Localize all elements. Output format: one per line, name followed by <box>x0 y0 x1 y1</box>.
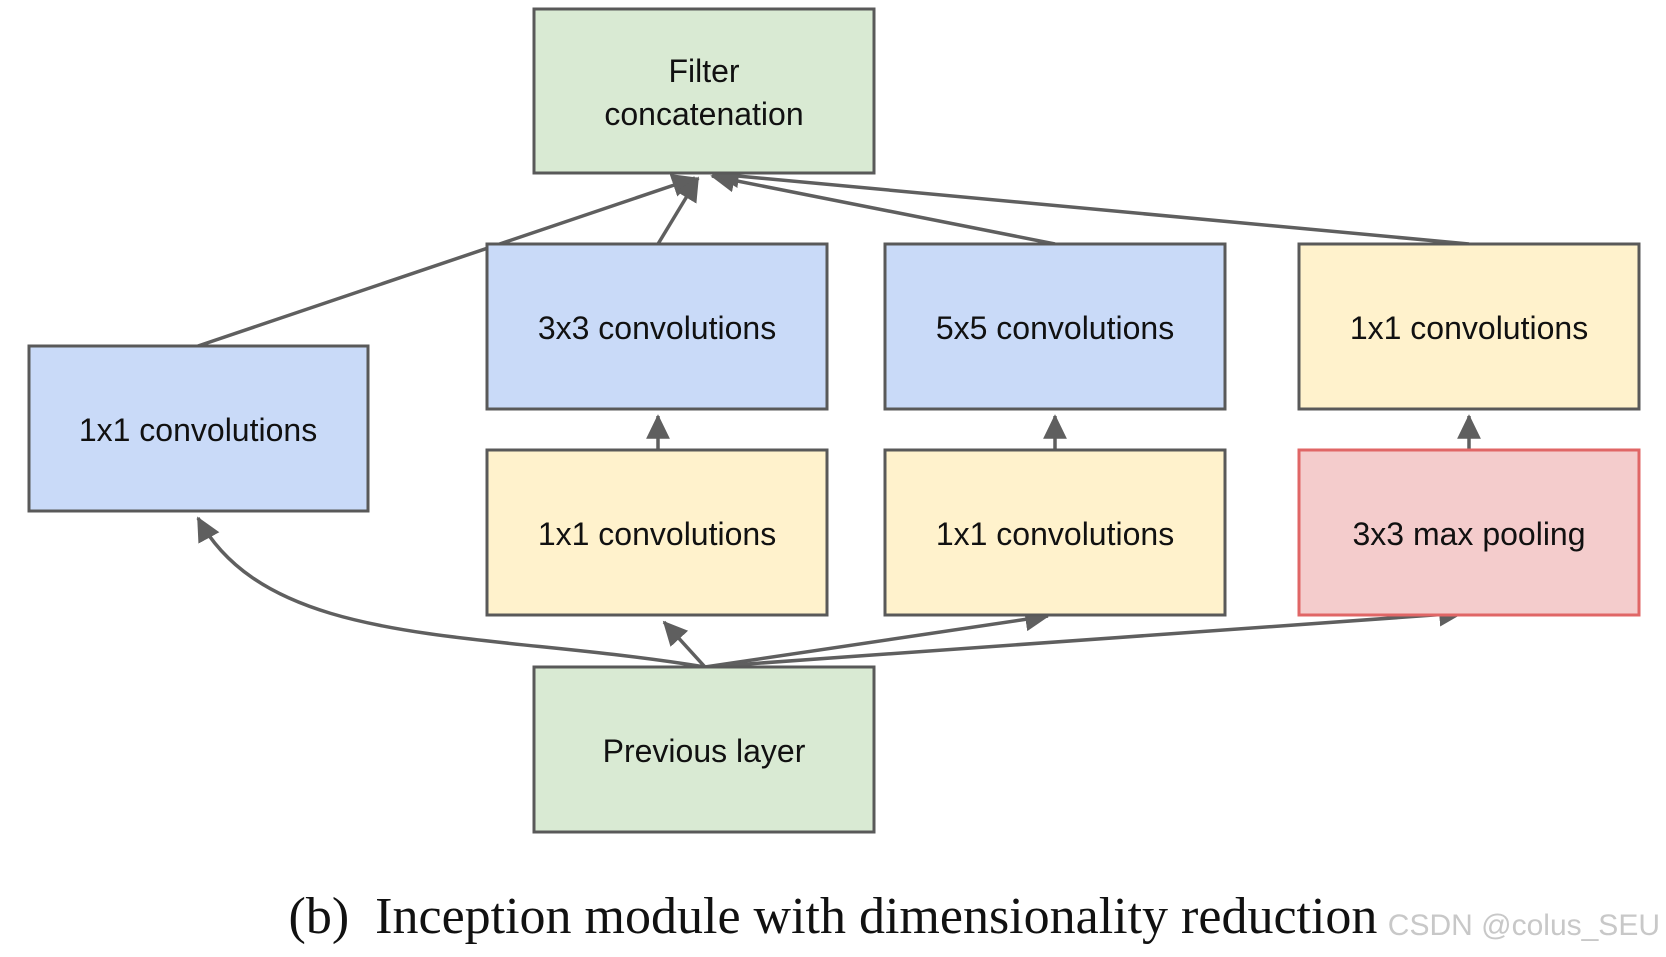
edge-prev-to-maxpool <box>704 602 1464 669</box>
edge-prev-to-1x1-reduce-3x3 <box>662 620 707 669</box>
edge-prev-to-1x1-reduce-5x5 <box>704 607 1050 669</box>
box-filter-concatenation: Filter concatenation <box>532 7 876 175</box>
edge-1x1-direct-to-concat <box>197 174 697 348</box>
box-5x5-conv-label: 5x5 convolutions <box>936 310 1174 346</box>
box-3x3-conv: 3x3 convolutions <box>485 242 829 411</box>
filter-concat-line1: Filter <box>668 53 739 89</box>
box-previous-layer: Previous layer <box>532 665 876 834</box>
box-1x1-conv-pool-proj: 1x1 convolutions <box>1297 242 1641 411</box>
box-1x1-conv-reduce-3x3-label: 1x1 convolutions <box>538 516 776 552</box>
box-3x3-max-pooling-label: 3x3 max pooling <box>1352 516 1585 552</box>
watermark: CSDN @colus_SEU <box>1388 909 1660 942</box>
figure-caption: (b) Inception module with dimensionality… <box>289 888 1378 945</box>
edge-prev-to-1x1-direct <box>196 516 706 669</box>
edge-conv3x3-to-concat <box>656 176 700 245</box>
box-1x1-conv-reduce-5x5-label: 1x1 convolutions <box>936 516 1174 552</box>
box-1x1-conv-reduce-3x3: 1x1 convolutions <box>485 448 829 617</box>
box-1x1-conv-direct-label: 1x1 convolutions <box>79 412 317 448</box>
box-3x3-max-pooling: 3x3 max pooling <box>1297 448 1641 617</box>
filter-concat-line2: concatenation <box>604 96 803 132</box>
edge-pool-proj-to-concat <box>714 164 1470 246</box>
edge-conv5x5-to-concat <box>710 168 1056 246</box>
box-3x3-conv-label: 3x3 convolutions <box>538 310 776 346</box>
box-5x5-conv: 5x5 convolutions <box>883 242 1227 411</box>
box-1x1-conv-pool-proj-label: 1x1 convolutions <box>1350 310 1588 346</box>
box-previous-layer-label: Previous layer <box>603 733 806 769</box>
edges <box>196 164 1481 669</box>
box-1x1-conv-reduce-5x5: 1x1 convolutions <box>883 448 1227 617</box>
box-1x1-conv-direct: 1x1 convolutions <box>27 344 370 513</box>
